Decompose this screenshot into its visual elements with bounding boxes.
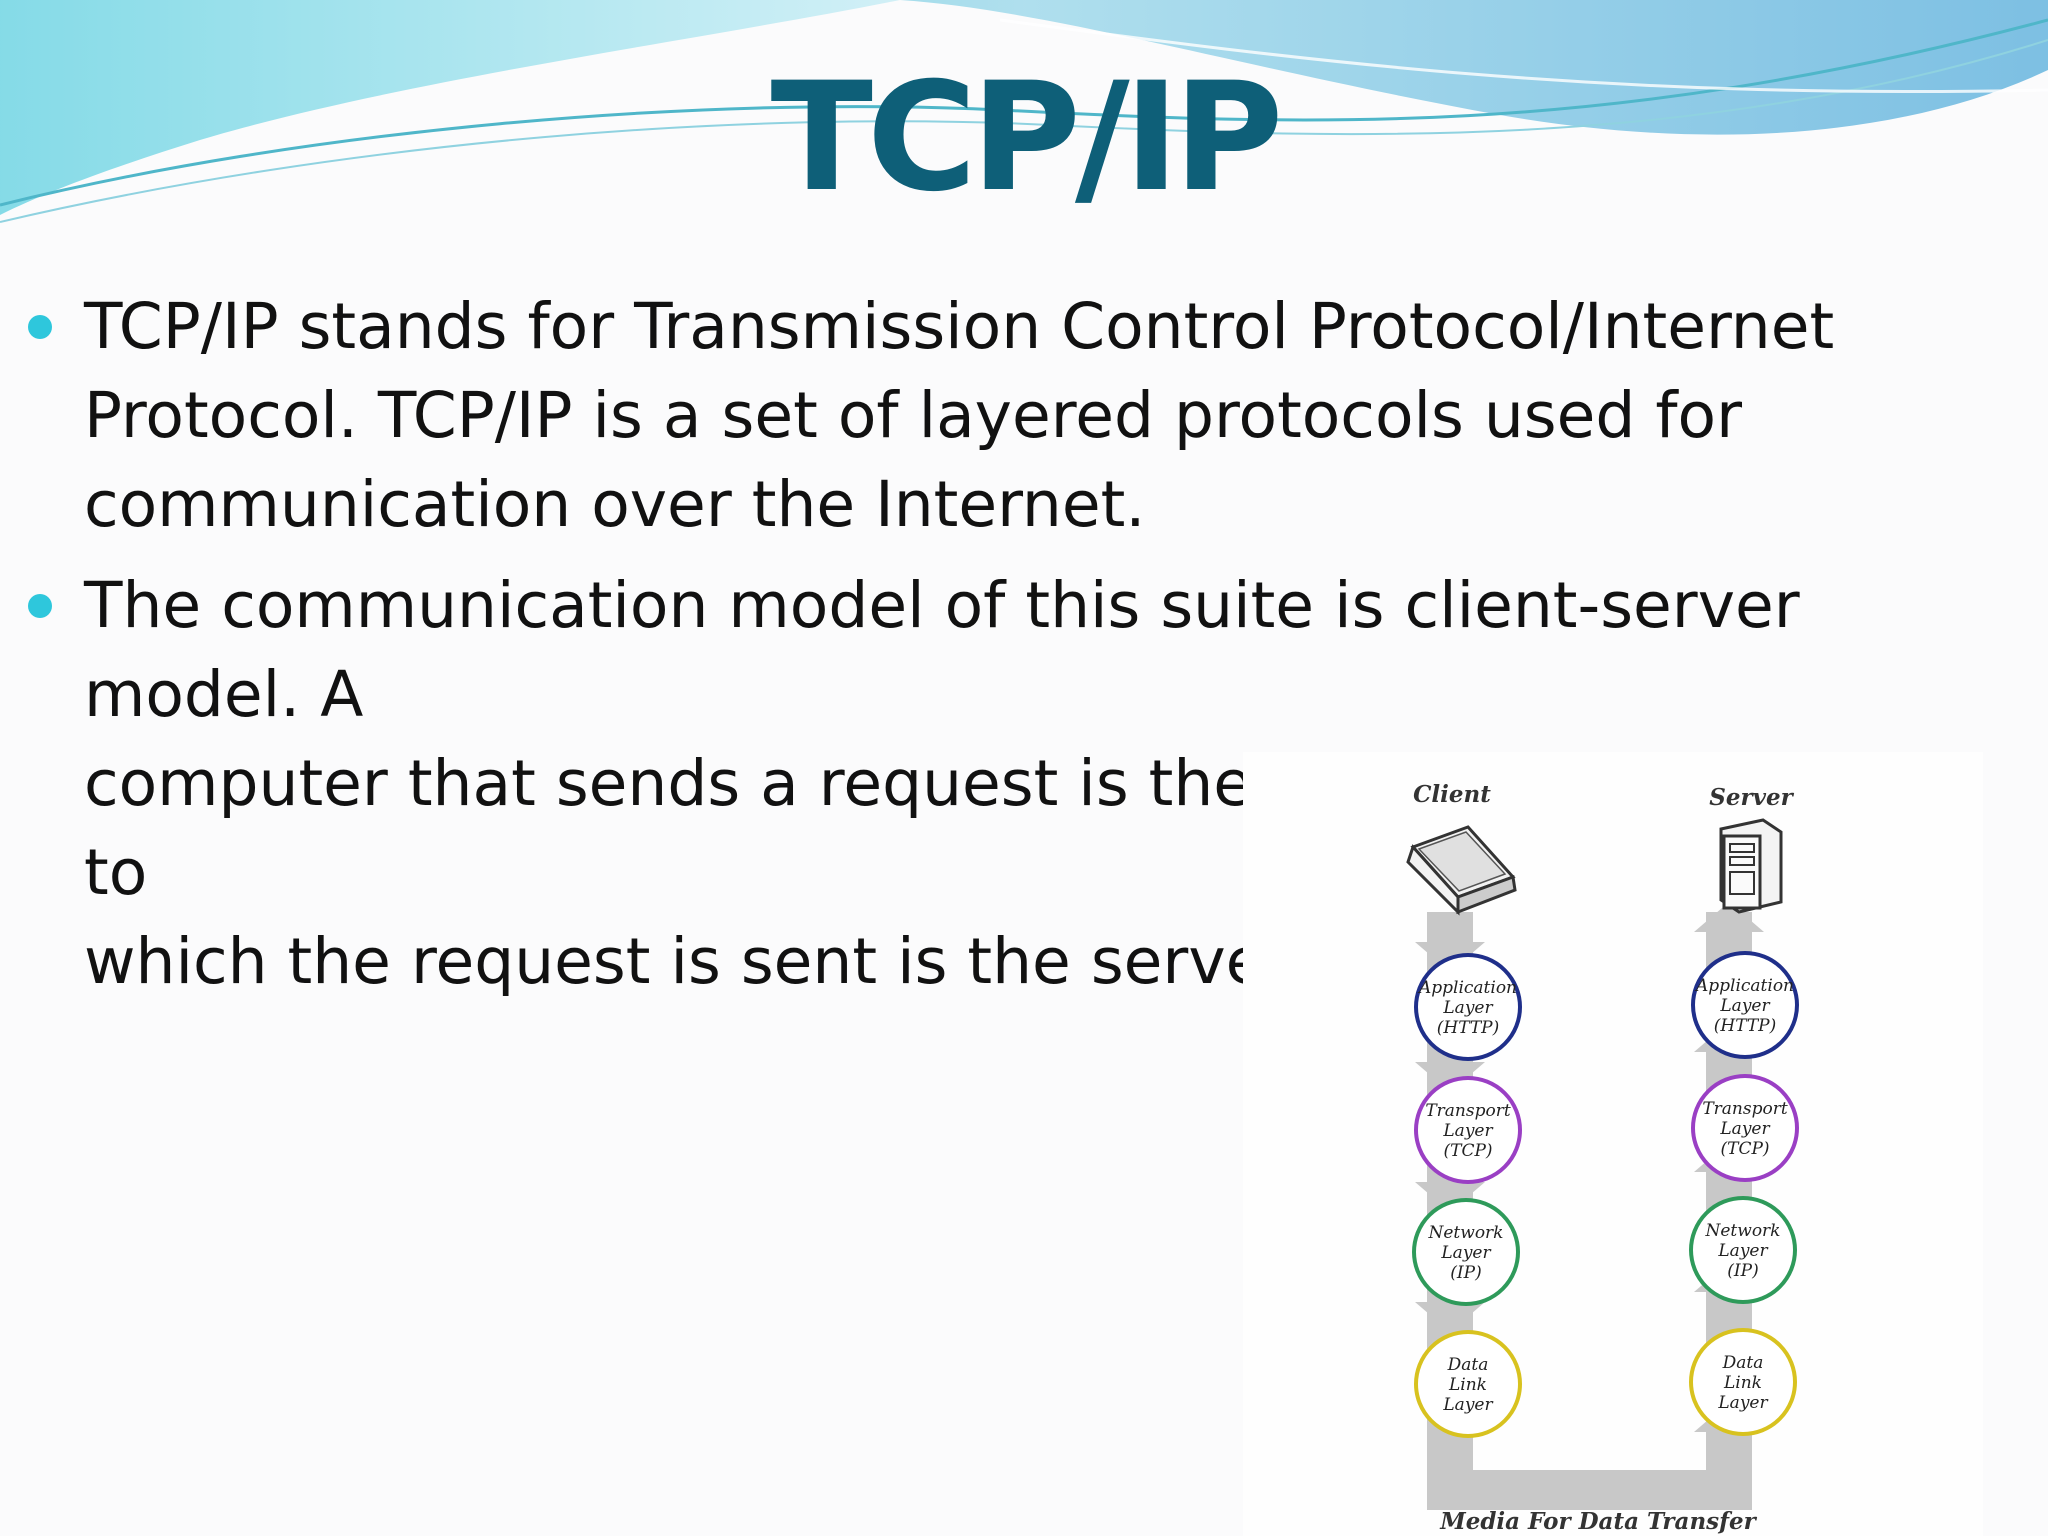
bullet-dot-icon	[28, 594, 52, 618]
layer-ring	[1414, 1330, 1522, 1438]
client-data-link-layer: Data Link Layer	[1414, 1330, 1522, 1438]
header-wave-decoration	[0, 0, 2048, 223]
layer-label-line: Link	[1448, 1375, 1487, 1395]
layer-label-line: Data	[1447, 1355, 1489, 1375]
layer-label-line: Transport	[1425, 1101, 1511, 1121]
layer-ring	[1689, 1196, 1797, 1304]
layer-label-line: Layer	[1719, 996, 1770, 1016]
layer-ring	[1414, 1076, 1522, 1184]
layer-ring	[1412, 1198, 1520, 1306]
tcpip-layer-diagram: Client Server Application Layer (HTTP) T…	[1243, 752, 1983, 1536]
layer-label-line: Link	[1723, 1373, 1762, 1393]
client-network-layer: Network Layer (IP)	[1412, 1198, 1520, 1306]
layer-label-line: Layer	[1440, 1243, 1491, 1263]
layer-ring	[1689, 1328, 1797, 1436]
client-label: Client	[1413, 781, 1491, 808]
bullet-dot-icon	[28, 315, 52, 339]
layer-label-line: Application	[1694, 976, 1794, 996]
bullet-line: which the request is sent is the server.	[84, 925, 1305, 998]
slide-title: TCP/IP	[770, 51, 1284, 225]
server-transport-layer: Transport Layer (TCP)	[1691, 1074, 1799, 1182]
layer-label-line: Network	[1428, 1223, 1504, 1243]
server-application-layer: Application Layer (HTTP)	[1691, 951, 1799, 1059]
bullet-list: TCP/IP stands for Transmission Control P…	[26, 282, 2006, 1018]
layer-ring	[1414, 953, 1522, 1061]
layer-label-line: (IP)	[1450, 1263, 1481, 1283]
server-network-layer: Network Layer (IP)	[1689, 1196, 1797, 1304]
layer-ring	[1691, 951, 1799, 1059]
layer-label-line: Layer	[1717, 1241, 1768, 1261]
layer-label-line: Transport	[1702, 1099, 1788, 1119]
bullet-item-tcpip-definition: TCP/IP stands for Transmission Control P…	[26, 282, 2006, 549]
layer-label-line: Layer	[1719, 1119, 1770, 1139]
server-layer-stack: Application Layer (HTTP) Transport Layer…	[1689, 951, 1799, 1436]
layer-ring	[1691, 1074, 1799, 1182]
media-label: Media For Data Transfer	[1439, 1508, 1757, 1535]
layer-label-line: (IP)	[1727, 1261, 1758, 1281]
bullet-line: Protocol. TCP/IP is a set of layered pro…	[84, 379, 1742, 452]
layer-label-line: Layer	[1442, 998, 1493, 1018]
layer-label-line: Layer	[1717, 1393, 1768, 1413]
server-tower-icon	[1719, 818, 1783, 914]
client-transport-layer: Transport Layer (TCP)	[1414, 1076, 1522, 1184]
bullet-line: communication over the Internet.	[84, 468, 1146, 541]
laptop-icon	[1406, 825, 1517, 916]
layer-label-line: Application	[1417, 978, 1517, 998]
layer-label-line: (HTTP)	[1437, 1018, 1500, 1038]
layer-label-line: Data	[1722, 1353, 1764, 1373]
bullet-item-client-server: The communication model of this suite is…	[26, 561, 2006, 1006]
layer-label-line: Layer	[1442, 1395, 1493, 1415]
layer-label-line: (TCP)	[1443, 1141, 1492, 1161]
bullet-line: The communication model of this suite is…	[84, 569, 1800, 731]
layer-label-line: Network	[1705, 1221, 1781, 1241]
layer-label-line: Layer	[1442, 1121, 1493, 1141]
server-label: Server	[1709, 784, 1794, 811]
bullet-line: TCP/IP stands for Transmission Control P…	[84, 290, 1835, 363]
client-application-layer: Application Layer (HTTP)	[1414, 953, 1522, 1061]
layer-label-line: (HTTP)	[1714, 1016, 1777, 1036]
server-data-link-layer: Data Link Layer	[1689, 1328, 1797, 1436]
layer-label-line: (TCP)	[1720, 1139, 1769, 1159]
client-layer-stack: Application Layer (HTTP) Transport Layer…	[1412, 953, 1522, 1438]
